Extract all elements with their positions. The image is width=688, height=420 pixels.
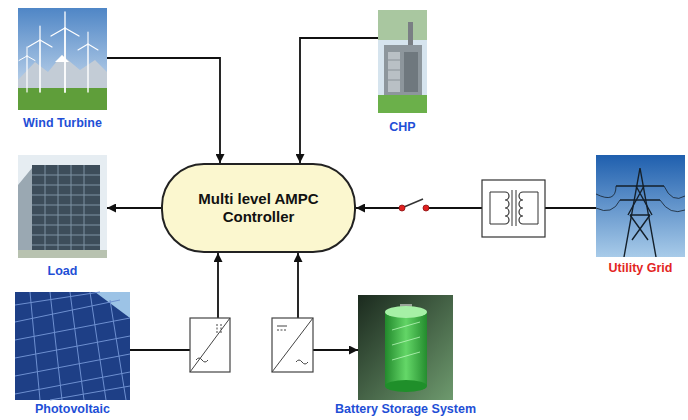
- transformer-symbol-part: [519, 192, 523, 224]
- wind-turbine-photo-part-part: [19, 47, 35, 61]
- power-pylon-photo-part-part: [596, 186, 685, 212]
- photovoltaic-node: Photovoltaic: [15, 292, 130, 400]
- wind-turbine-photo: [18, 8, 107, 110]
- power-flow-connector: [356, 207, 596, 209]
- node-caption: Photovoltaic: [35, 402, 110, 416]
- power-pylon-photo: [596, 155, 685, 257]
- circuit-breaker-switch-part: [404, 199, 423, 207]
- wind-turbine-photo-part: [18, 8, 107, 110]
- power-flow-connector: [107, 207, 161, 209]
- wind-turbine-node: Wind Turbine: [18, 8, 107, 110]
- power-pylon-photo-part: [596, 155, 685, 257]
- solar-panel-photo-part: [15, 292, 130, 400]
- circuit-breaker-switch: [399, 196, 429, 212]
- battery-node: Battery Storage System: [358, 295, 453, 400]
- battery-photo-part: [385, 312, 427, 386]
- connector-group: [107, 38, 596, 350]
- bidirectional-converter-part: [272, 318, 313, 372]
- chp-plant-photo-part: [378, 10, 427, 40]
- node-caption: Load: [48, 264, 78, 278]
- load-node: Load: [18, 155, 107, 258]
- solar-panel-photo: [15, 292, 130, 400]
- bidirectional-converter-part: [296, 360, 308, 364]
- chp-plant-photo-part: [388, 52, 400, 92]
- battery-photo-part: [385, 306, 427, 318]
- bidirectional-converter-part: [277, 326, 287, 327]
- chp-plant-photo: [378, 10, 427, 113]
- power-pylon-photo-part: [596, 168, 685, 257]
- dc-ac-converter-part: [217, 324, 221, 334]
- dc-ac-converter-part: [196, 358, 208, 362]
- transformer-symbol: [482, 180, 545, 237]
- controller-label: Multi level AMPC Controller: [186, 190, 331, 226]
- dc-ac-converter-part: [190, 318, 230, 372]
- solar-panel-photo-part: [15, 292, 130, 400]
- transformer-symbol-part: [482, 180, 545, 237]
- wind-turbine-photo-part: [18, 55, 107, 90]
- controller-node: Multi level AMPC Controller: [161, 163, 356, 253]
- wind-turbine-photo-part: [55, 55, 69, 62]
- wind-turbine-photo-part-part: [51, 12, 79, 36]
- battery-photo-part: [358, 295, 453, 400]
- node-caption: Utility Grid: [609, 261, 673, 275]
- wind-turbine-photo-part-part: [39, 40, 41, 92]
- chp-plant-photo-part: [408, 22, 413, 48]
- battery-photo-part: [385, 380, 427, 392]
- dc-ac-converter-part: [190, 318, 230, 372]
- wind-turbine-photo-part: [19, 12, 98, 92]
- office-building-photo-part: [18, 250, 107, 258]
- dc-ac-converter: [190, 318, 230, 372]
- solar-panel-photo-part-part: [30, 292, 126, 400]
- office-building-photo-part: [18, 155, 107, 258]
- office-building-photo-part-part: [32, 175, 100, 245]
- wind-turbine-photo-part-part: [28, 26, 52, 47]
- circuit-breaker-switch-part: [399, 205, 405, 211]
- transformer-symbol-part: [490, 192, 538, 224]
- office-building-photo-part: [32, 165, 100, 258]
- chp-node: CHP: [378, 10, 427, 113]
- solar-panel-photo-part-part: [15, 292, 130, 400]
- chp-plant-photo-part: [384, 45, 422, 97]
- office-building-photo-part-part: [45, 165, 84, 258]
- battery-photo-part: [392, 322, 420, 360]
- utility-grid-node: Utility Grid: [596, 155, 685, 257]
- power-pylon-photo-part-part: [624, 168, 656, 257]
- power-pylon-photo-part-part: [628, 186, 652, 240]
- wind-turbine-photo-part-part: [78, 32, 98, 50]
- chp-plant-photo-part: [378, 95, 427, 113]
- controller-outline-shape: [162, 164, 355, 252]
- bidirectional-converter-part: [272, 318, 313, 372]
- circuit-breaker-switch-part: [423, 205, 429, 211]
- battery-photo: [358, 295, 453, 400]
- wind-turbine-photo-part-part: [64, 28, 66, 92]
- power-flow-connector: [107, 58, 220, 163]
- node-caption: Battery Storage System: [335, 402, 476, 416]
- office-building-photo: [18, 155, 107, 258]
- transformer-symbol-part: [505, 192, 509, 224]
- chp-plant-photo-part: [404, 52, 418, 92]
- power-pylon-photo-part-part: [616, 186, 664, 215]
- node-caption: CHP: [389, 120, 415, 134]
- transformer-symbol-part: [512, 190, 516, 226]
- node-caption: Wind Turbine: [23, 116, 102, 130]
- bidirectional-converter: [272, 318, 313, 372]
- wind-turbine-photo-part-part: [26, 56, 27, 92]
- chp-plant-photo-part: [378, 10, 427, 113]
- circuit-breaker-switch-part: [404, 196, 424, 212]
- wind-turbine-photo-part: [18, 88, 107, 110]
- wind-turbine-photo-part-part: [87, 44, 88, 92]
- bidirectional-converter-part: [277, 330, 287, 331]
- office-building-photo-part: [32, 165, 100, 258]
- power-flow-connector: [300, 38, 378, 163]
- office-building-photo-part: [18, 168, 32, 258]
- chp-plant-photo-part: [388, 60, 400, 80]
